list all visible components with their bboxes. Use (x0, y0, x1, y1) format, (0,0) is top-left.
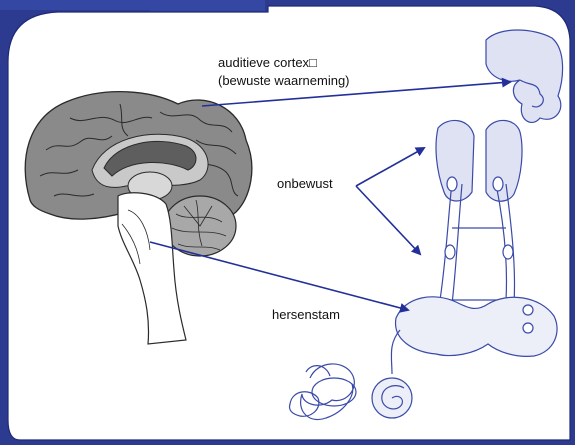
label-brainstem: hersenstam (272, 307, 340, 323)
panel-background (8, 6, 570, 440)
label-unconscious: onbewust (277, 176, 333, 192)
label-auditory-cortex: auditieve cortex□ (218, 55, 317, 71)
label-conscious-perception: (bewuste waarneming) (218, 73, 350, 89)
